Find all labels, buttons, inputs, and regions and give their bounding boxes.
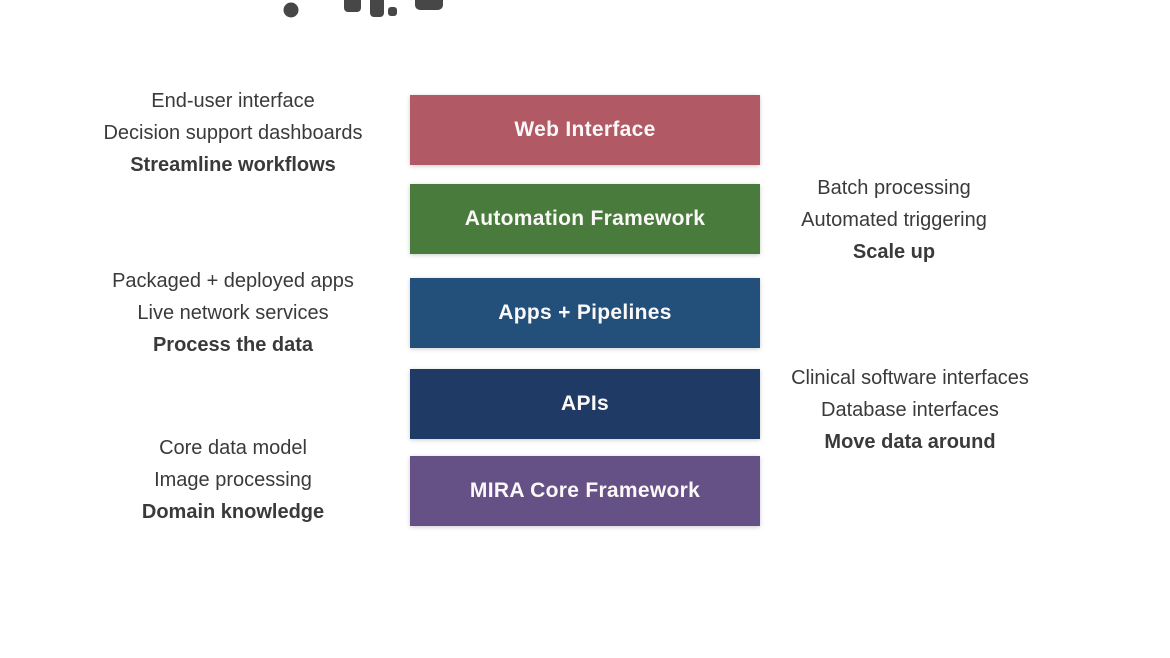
note-line: Live network services xyxy=(137,302,329,324)
note-emphasis: Process the data xyxy=(152,334,314,356)
note-line: End-user interface xyxy=(151,90,315,112)
note-emphasis: Scale up xyxy=(852,241,936,263)
note-emphasis: Move data around xyxy=(824,431,996,453)
note-emphasis: Domain knowledge xyxy=(141,501,325,523)
note-mira-core: Core data model Image processing Domain … xyxy=(60,432,406,528)
note-line: Database interfaces xyxy=(821,399,999,421)
layer-bar-mira-core-framework: MIRA Core Framework xyxy=(410,456,760,526)
note-line: Packaged + deployed apps xyxy=(112,270,354,292)
cropped-text-artifact xyxy=(283,0,443,18)
note-automation-framework: Batch processing Automated triggering Sc… xyxy=(744,172,1044,268)
layer-label: APIs xyxy=(561,392,609,415)
note-web-interface: End-user interface Decision support dash… xyxy=(60,85,406,181)
note-emphasis: Streamline workflows xyxy=(130,154,336,176)
note-line: Decision support dashboards xyxy=(103,122,363,144)
note-line: Clinical software interfaces xyxy=(791,367,1029,389)
layer-label: MIRA Core Framework xyxy=(469,479,701,502)
layer-label: Web Interface xyxy=(514,118,656,141)
note-line: Core data model xyxy=(159,437,307,459)
note-apis: Clinical software interfaces Database in… xyxy=(760,362,1060,458)
note-line: Batch processing xyxy=(817,177,971,199)
note-apps-pipelines: Packaged + deployed apps Live network se… xyxy=(60,265,406,361)
layer-bar-apis: APIs xyxy=(410,369,760,439)
layer-bar-automation-framework: Automation Framework xyxy=(410,184,760,254)
layer-label: Apps + Pipelines xyxy=(498,301,672,324)
layer-bar-apps-pipelines: Apps + Pipelines xyxy=(410,278,760,348)
note-line: Image processing xyxy=(154,469,312,491)
layer-label: Automation Framework xyxy=(464,207,706,230)
note-line: Automated triggering xyxy=(801,209,987,231)
layer-bar-web-interface: Web Interface xyxy=(410,95,760,165)
